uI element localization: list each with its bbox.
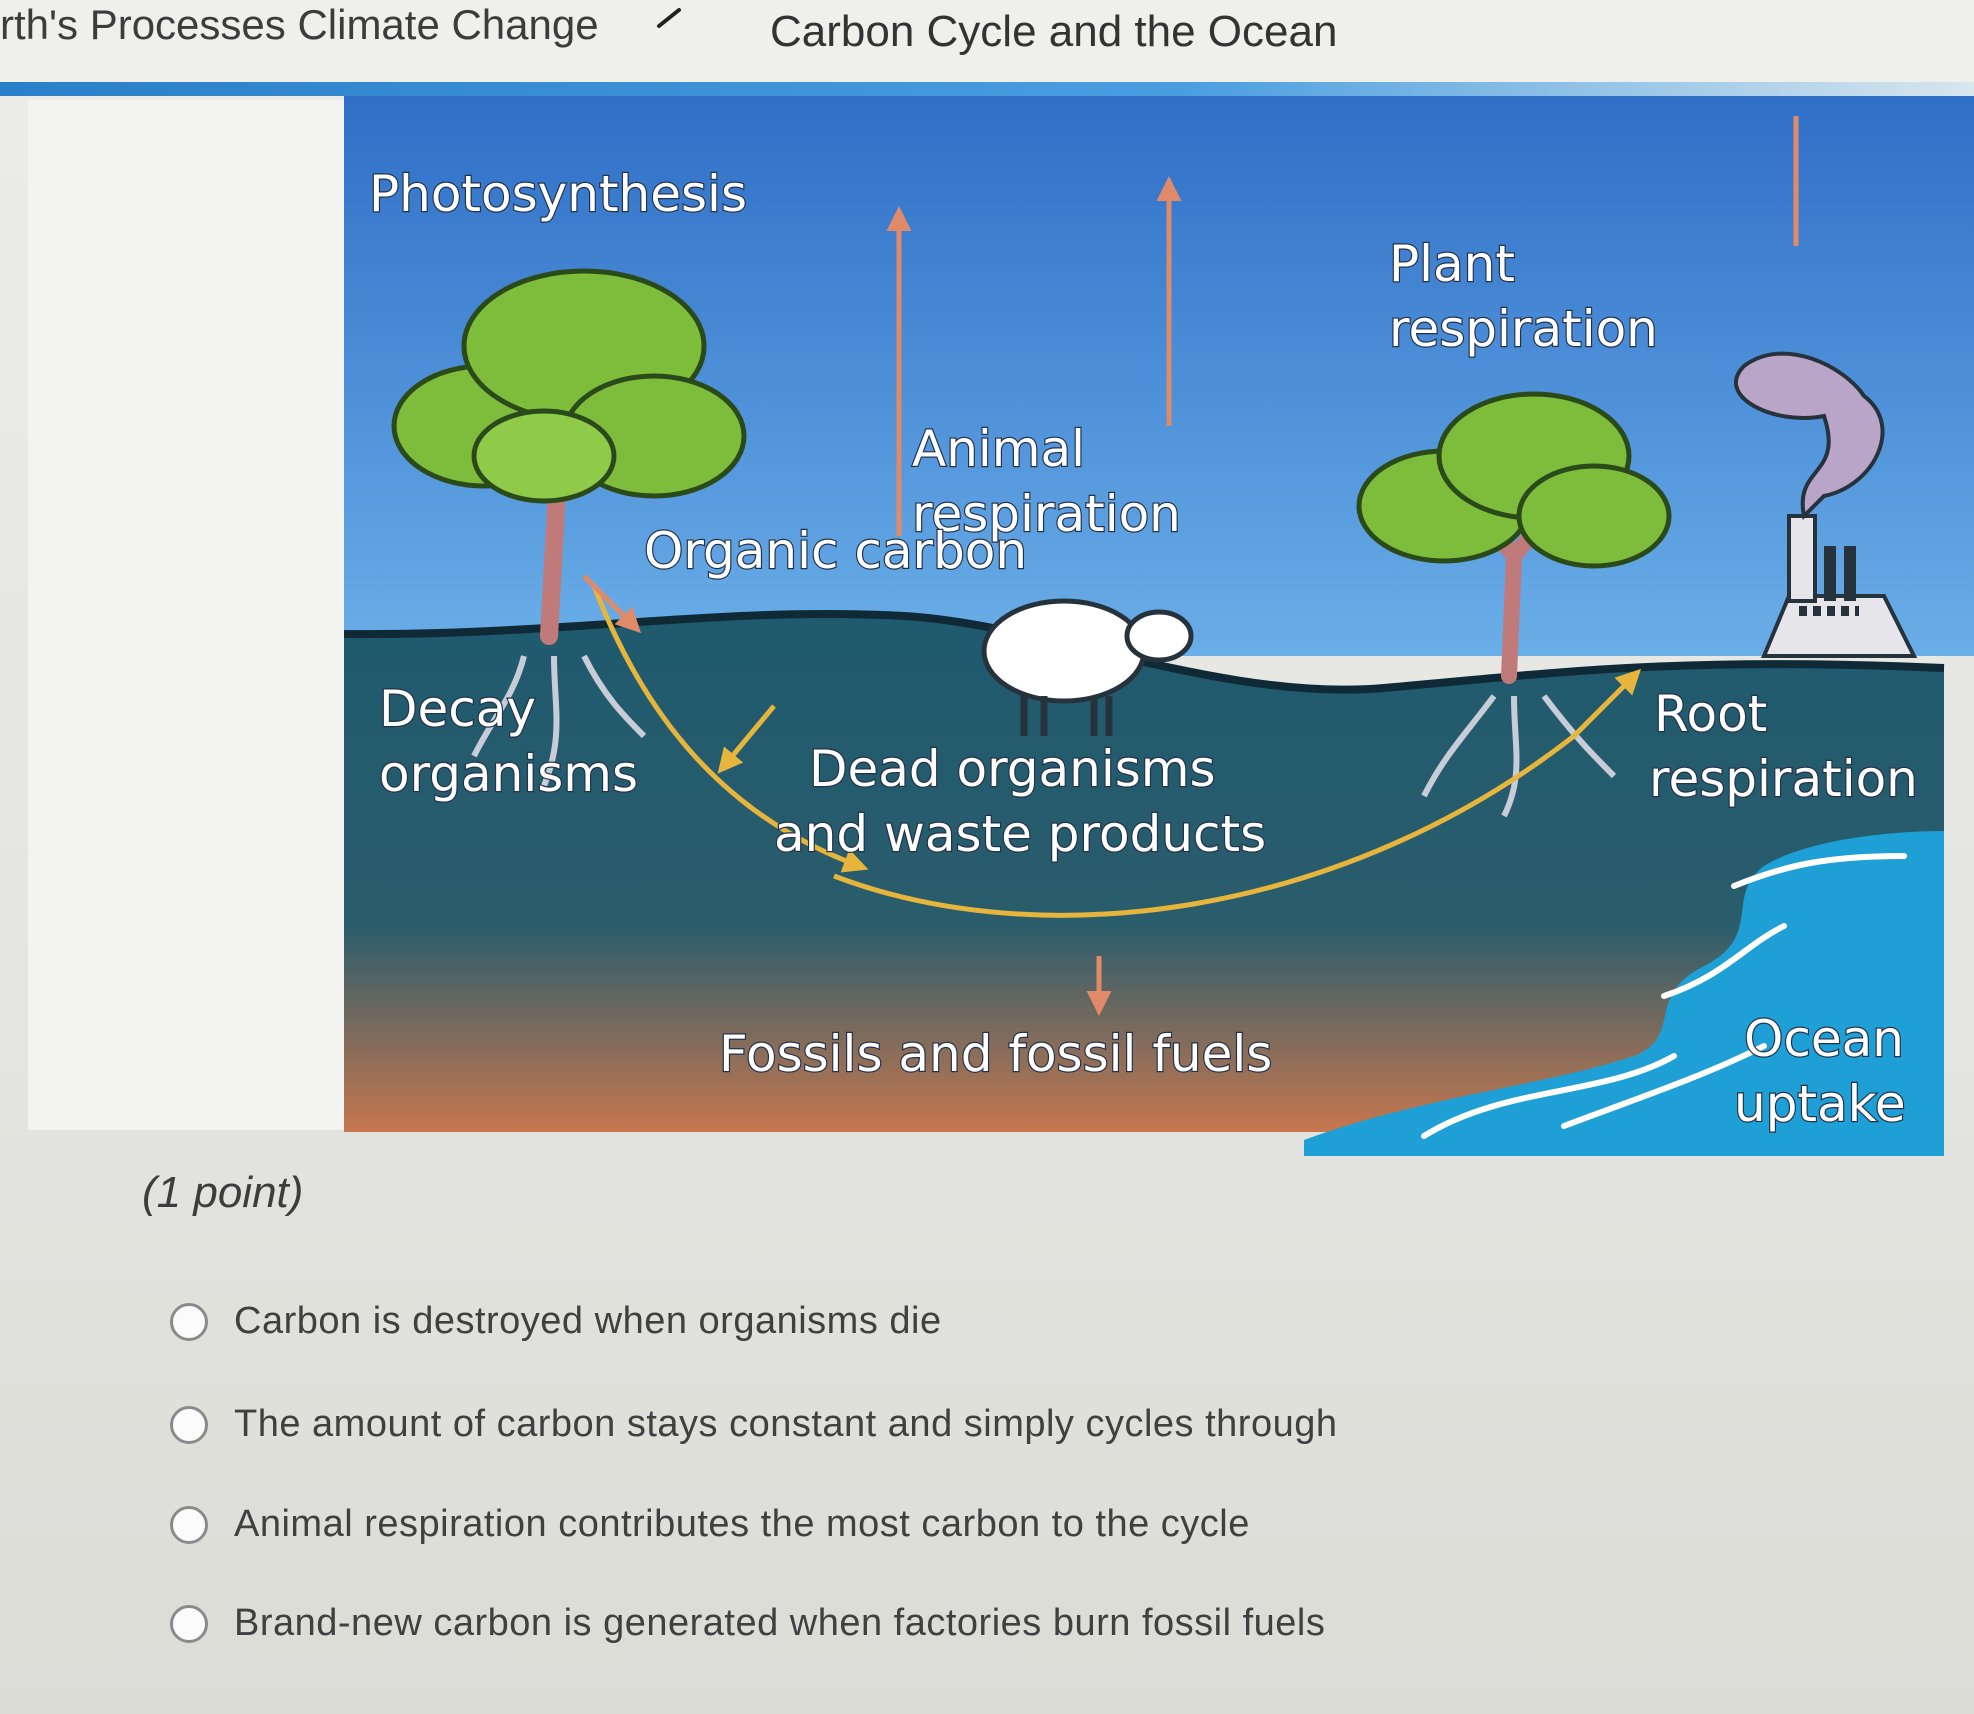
answer-choice-2[interactable]: The amount of carbon stays constant and …: [170, 1403, 1338, 1446]
label-decay-2: organisms: [379, 745, 638, 803]
label-fossils: Fossils and fossil fuels: [719, 1025, 1272, 1083]
header-divider: [0, 82, 1974, 96]
label-root-2: respiration: [1649, 750, 1918, 808]
page-title: Carbon Cycle and the Ocean: [770, 7, 1338, 56]
answer-choice-3[interactable]: Animal respiration contributes the most …: [170, 1503, 1250, 1546]
answer-choice-label: Carbon is destroyed when organisms die: [234, 1300, 942, 1342]
factory: [1734, 351, 1918, 658]
breadcrumb[interactable]: rth's Processes Climate Change: [0, 1, 599, 48]
label-root-1: Root: [1654, 685, 1767, 743]
label-animal-respiration-2: respiration: [912, 485, 1181, 543]
label-photosynthesis: Photosynthesis: [369, 165, 747, 223]
label-plant-respiration-1: Plant: [1389, 235, 1515, 293]
tree-left: [391, 268, 747, 788]
points-label: (1 point): [142, 1168, 304, 1217]
radio-button-icon[interactable]: [170, 1604, 208, 1643]
answer-choice-4[interactable]: Brand-new carbon is generated when facto…: [170, 1602, 1325, 1645]
answer-choice-1[interactable]: Carbon is destroyed when organisms die: [170, 1300, 942, 1343]
label-animal-respiration-1: Animal: [912, 420, 1085, 478]
left-panel: [28, 100, 344, 1130]
radio-button-icon[interactable]: [170, 1505, 208, 1544]
label-ocean-1: Ocean: [1744, 1010, 1904, 1068]
radio-button-icon[interactable]: [170, 1405, 208, 1444]
label-dead-1: Dead organisms: [809, 740, 1216, 798]
chevron-right-icon: [657, 8, 681, 28]
carbon-cycle-diagram: Photosynthesis Plant respiration Animal …: [344, 96, 1974, 1172]
answer-choice-label: Animal respiration contributes the most …: [234, 1503, 1250, 1545]
sheep: [981, 598, 1194, 736]
label-plant-respiration-2: respiration: [1389, 300, 1658, 358]
top-bar: rth's Processes Climate Change Carbon Cy…: [0, 0, 1974, 82]
label-organic-carbon: Organic carbon: [644, 522, 1027, 580]
label-ocean-2: uptake: [1734, 1075, 1906, 1133]
ocean: [1304, 831, 1944, 1156]
radio-button-icon[interactable]: [170, 1302, 208, 1341]
label-dead-2: and waste products: [774, 805, 1266, 863]
tree-right: [1356, 391, 1672, 818]
answer-choice-label: The amount of carbon stays constant and …: [234, 1403, 1338, 1445]
answer-choice-label: Brand-new carbon is generated when facto…: [234, 1602, 1326, 1644]
label-decay-1: Decay: [379, 680, 536, 738]
carbon-cycle-image: Photosynthesis Plant respiration Animal …: [344, 96, 1974, 1156]
